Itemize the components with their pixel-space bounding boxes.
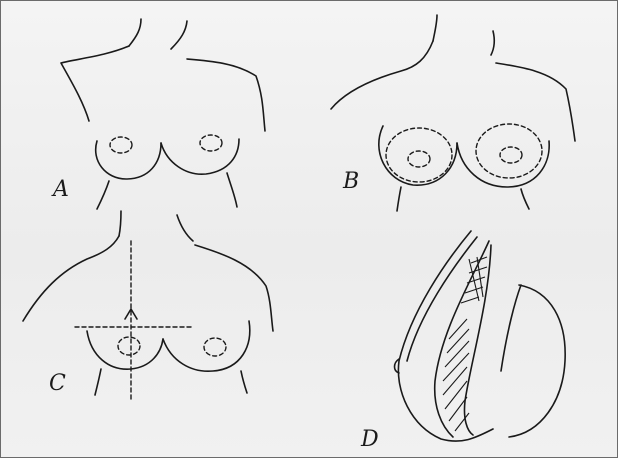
panel-label-c: C [49, 371, 66, 396]
panel-b-figure [331, 15, 575, 211]
panel-label-a: A [53, 177, 69, 202]
panel-label-b: B [343, 169, 359, 194]
panel-label-d: D [361, 427, 379, 452]
panel-d-figure [395, 231, 566, 441]
panel-a-figure [61, 19, 265, 209]
